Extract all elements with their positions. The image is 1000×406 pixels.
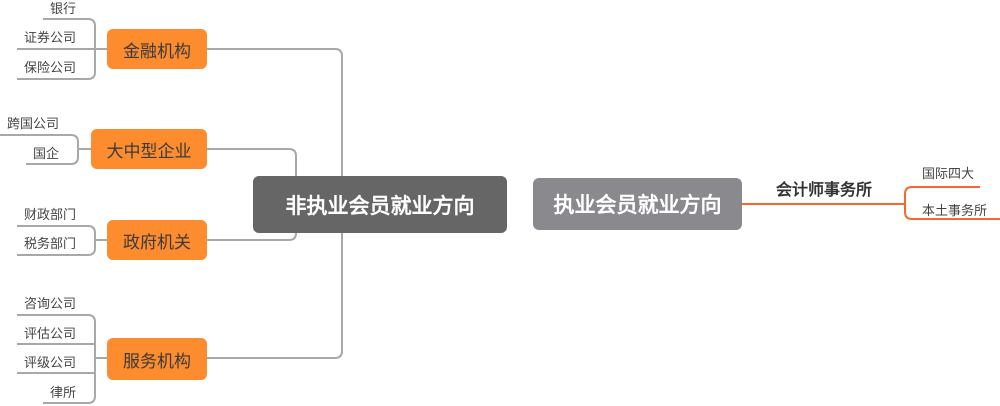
leaf-node[interactable]: 保险公司 bbox=[23, 61, 76, 76]
leaf-node[interactable]: 财政部门 bbox=[23, 208, 76, 223]
node-financial[interactable]: 金融机构 bbox=[107, 29, 207, 69]
leaf-node[interactable]: 本土事务所 bbox=[922, 204, 988, 219]
node-label: 非执业会员就业方向 bbox=[285, 193, 475, 218]
central-node-nonpractice[interactable]: 非执业会员就业方向 bbox=[253, 176, 507, 233]
node-government[interactable]: 政府机关 bbox=[107, 220, 207, 260]
node-label: 大中型企业 bbox=[106, 141, 192, 162]
leaf-node[interactable]: 评估公司 bbox=[23, 327, 76, 342]
leaf-node[interactable]: 评级公司 bbox=[23, 356, 76, 371]
node-label: 服务机构 bbox=[123, 351, 191, 372]
leaf-node[interactable]: 税务部门 bbox=[23, 237, 76, 252]
leaf-node[interactable]: 咨询公司 bbox=[23, 297, 76, 312]
leaf-node[interactable]: 银行 bbox=[49, 2, 76, 17]
node-label: 政府机关 bbox=[123, 232, 191, 253]
node-accounting-firm[interactable]: 会计师事务所 bbox=[776, 180, 873, 199]
leaf-node[interactable]: 跨国公司 bbox=[6, 117, 59, 132]
leaf-node[interactable]: 证券公司 bbox=[23, 31, 76, 46]
leaf-node[interactable]: 国际四大 bbox=[922, 167, 975, 182]
leaf-node[interactable]: 律所 bbox=[49, 386, 76, 401]
node-services[interactable]: 服务机构 bbox=[107, 338, 207, 380]
node-enterprise[interactable]: 大中型企业 bbox=[91, 129, 207, 169]
leaf-node[interactable]: 国企 bbox=[32, 147, 59, 162]
node-label: 执业会员就业方向 bbox=[553, 193, 722, 217]
central-node-practice[interactable]: 执业会员就业方向 bbox=[533, 178, 742, 230]
node-label: 金融机构 bbox=[123, 41, 191, 62]
